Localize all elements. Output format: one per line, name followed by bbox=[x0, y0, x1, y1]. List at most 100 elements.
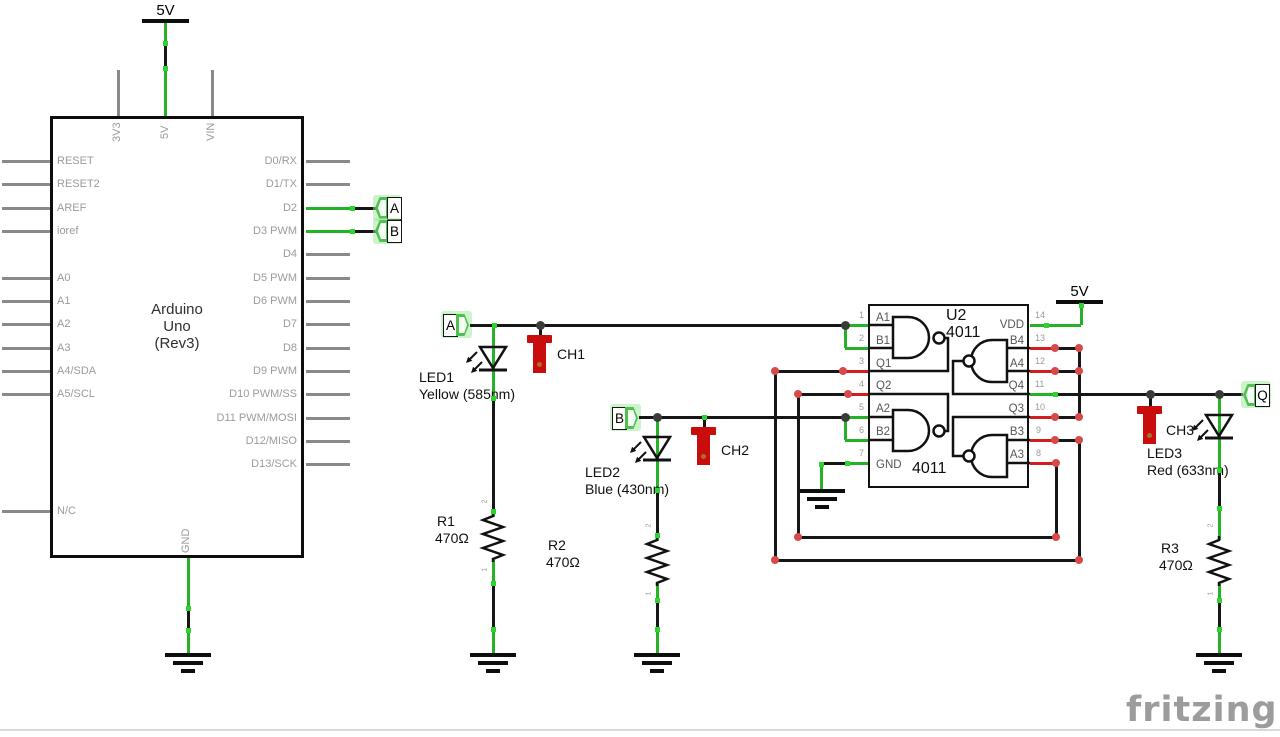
pin-stub[interactable] bbox=[2, 510, 50, 513]
wire-segment[interactable] bbox=[656, 584, 659, 600]
wire-segment[interactable] bbox=[775, 370, 843, 373]
pin-stub[interactable] bbox=[2, 207, 50, 210]
pin-stub[interactable] bbox=[2, 393, 50, 396]
led3-symbol[interactable] bbox=[1184, 408, 1244, 454]
wire-segment[interactable] bbox=[492, 629, 495, 654]
pin-stub[interactable] bbox=[306, 160, 350, 163]
wire-segment[interactable] bbox=[352, 230, 377, 233]
wire-segment[interactable] bbox=[1030, 324, 1081, 327]
wire-segment[interactable] bbox=[843, 370, 868, 373]
led2-symbol[interactable] bbox=[622, 430, 682, 476]
led1-symbol[interactable] bbox=[458, 340, 518, 386]
power-5v-left-bar[interactable] bbox=[142, 19, 189, 23]
wire-segment[interactable] bbox=[352, 207, 377, 210]
wire-segment[interactable] bbox=[797, 394, 800, 537]
wire-segment[interactable] bbox=[492, 560, 495, 583]
pin-stub[interactable] bbox=[2, 183, 50, 186]
wire-segment[interactable] bbox=[1055, 463, 1058, 537]
pin-stub[interactable] bbox=[306, 370, 350, 373]
net-flag-icon[interactable] bbox=[625, 407, 638, 429]
pin-stub-3v3[interactable] bbox=[117, 70, 120, 116]
wire-segment[interactable] bbox=[703, 419, 706, 427]
arduino-uno[interactable] bbox=[50, 116, 304, 558]
wire-segment[interactable] bbox=[306, 230, 352, 233]
wire-segment[interactable] bbox=[1030, 416, 1055, 419]
wire-segment[interactable] bbox=[1055, 416, 1079, 419]
pin-stub[interactable] bbox=[306, 300, 350, 303]
wire-segment[interactable] bbox=[1080, 303, 1083, 325]
wire-segment[interactable] bbox=[1218, 584, 1221, 600]
net-flag-icon[interactable] bbox=[375, 197, 388, 219]
wire-segment[interactable] bbox=[656, 600, 659, 629]
wire-segment[interactable] bbox=[1218, 394, 1221, 470]
wire-segment[interactable] bbox=[187, 608, 190, 630]
pin-stub[interactable] bbox=[306, 393, 350, 396]
ground-symbol[interactable] bbox=[470, 653, 516, 673]
wire-segment[interactable] bbox=[1218, 470, 1221, 508]
wire-segment[interactable] bbox=[1030, 439, 1055, 442]
pin-stub[interactable] bbox=[2, 370, 50, 373]
wire-segment[interactable] bbox=[847, 462, 868, 465]
pin-stub[interactable] bbox=[306, 417, 350, 420]
ground-symbol[interactable] bbox=[799, 489, 845, 509]
wire-segment[interactable] bbox=[656, 417, 659, 490]
ground-symbol[interactable] bbox=[1196, 653, 1242, 673]
resistor-r1-symbol[interactable] bbox=[478, 512, 508, 562]
probe-ch3-icon[interactable] bbox=[1137, 406, 1162, 445]
power-5v-ic-bar[interactable] bbox=[1056, 300, 1103, 304]
wire-segment[interactable] bbox=[306, 207, 352, 210]
pin-stub[interactable] bbox=[306, 183, 350, 186]
wire-segment[interactable] bbox=[539, 327, 542, 336]
wire-segment[interactable] bbox=[1078, 348, 1081, 417]
wire-segment[interactable] bbox=[1055, 439, 1079, 442]
wire-segment[interactable] bbox=[470, 324, 845, 327]
pin-stub[interactable] bbox=[2, 277, 50, 280]
pin-stub[interactable] bbox=[306, 253, 350, 256]
net-flag-icon[interactable] bbox=[456, 314, 469, 336]
wire-segment[interactable] bbox=[775, 559, 1081, 562]
wire-segment[interactable] bbox=[639, 416, 845, 419]
pin-stub[interactable] bbox=[306, 347, 350, 350]
pin-stub[interactable] bbox=[2, 160, 50, 163]
wire-segment[interactable] bbox=[656, 490, 659, 535]
wire-segment[interactable] bbox=[845, 324, 868, 327]
wire-segment[interactable] bbox=[845, 347, 868, 350]
wire-segment[interactable] bbox=[1030, 462, 1056, 465]
ground-symbol[interactable] bbox=[165, 653, 211, 673]
wire-segment[interactable] bbox=[774, 371, 777, 560]
wire-segment[interactable] bbox=[820, 463, 823, 490]
wire-segment[interactable] bbox=[492, 398, 495, 511]
wire-segment[interactable] bbox=[1055, 370, 1079, 373]
pin-stub[interactable] bbox=[2, 347, 50, 350]
resistor-r3-symbol[interactable] bbox=[1204, 536, 1234, 586]
wire-segment[interactable] bbox=[1218, 600, 1221, 629]
wire-segment[interactable] bbox=[844, 417, 847, 440]
net-label-a2[interactable]: A bbox=[443, 314, 458, 337]
wire-segment[interactable] bbox=[1030, 370, 1055, 373]
wire-segment[interactable] bbox=[798, 536, 1057, 539]
wire-segment[interactable] bbox=[798, 393, 848, 396]
wire-segment[interactable] bbox=[845, 416, 868, 419]
net-label-a[interactable]: A bbox=[387, 197, 402, 220]
wire-segment[interactable] bbox=[1078, 440, 1081, 560]
wire-segment[interactable] bbox=[1030, 347, 1055, 350]
wire-segment[interactable] bbox=[1149, 396, 1152, 406]
wire-segment[interactable] bbox=[848, 393, 868, 396]
probe-ch2-icon[interactable] bbox=[691, 427, 716, 466]
wire-segment[interactable] bbox=[187, 558, 190, 608]
net-flag-icon[interactable] bbox=[375, 220, 388, 242]
pin-stub[interactable] bbox=[306, 323, 350, 326]
pin-stub[interactable] bbox=[2, 230, 50, 233]
wire-segment[interactable] bbox=[845, 439, 868, 442]
ground-symbol[interactable] bbox=[634, 653, 680, 673]
wire-segment[interactable] bbox=[1030, 393, 1055, 396]
pin-stub[interactable] bbox=[2, 300, 50, 303]
wire-segment[interactable] bbox=[1055, 347, 1079, 350]
pin-stub-vin[interactable] bbox=[211, 70, 214, 116]
wire-segment[interactable] bbox=[187, 630, 190, 654]
wire-segment[interactable] bbox=[1218, 508, 1221, 540]
wire-segment[interactable] bbox=[492, 583, 495, 629]
wire-segment[interactable] bbox=[844, 325, 847, 348]
wire-segment[interactable] bbox=[164, 43, 167, 68]
net-flag-icon[interactable] bbox=[1243, 384, 1256, 406]
